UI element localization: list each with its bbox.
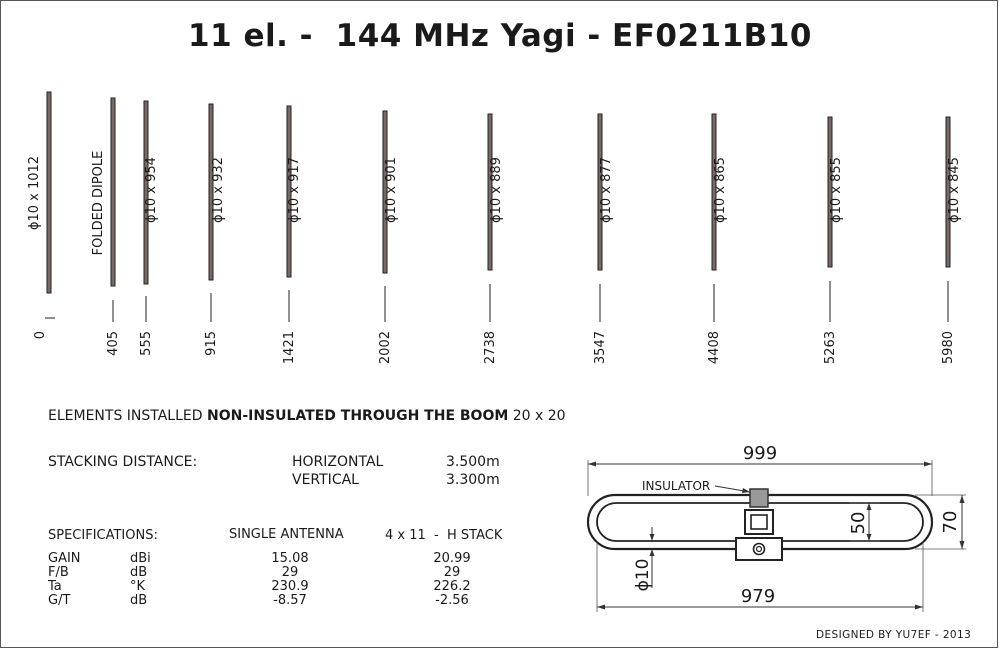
element-position-label: 405 [106, 331, 121, 356]
element-size-label: ϕ10 x 877 [599, 157, 614, 223]
element-size-label: ϕ10 x 845 [947, 157, 962, 223]
yagi-element: FOLDED DIPOLE 405 [91, 97, 121, 356]
element-size-label: ϕ10 x 954 [144, 157, 159, 223]
yagi-element: ϕ10 x 855 5263 [823, 116, 844, 364]
mounting-hole-inner [755, 545, 763, 553]
dim-arrow [866, 503, 872, 510]
spec-stack-value: 20.99 [433, 551, 471, 566]
element-size-label: ϕ10 x 889 [489, 157, 504, 223]
element-size-label: ϕ10 x 865 [713, 157, 728, 223]
stacking-vertical-value: 3.300m [446, 472, 500, 488]
dim-arrow [915, 604, 923, 610]
yagi-element: ϕ10 x 1012 0 [27, 91, 55, 339]
spec-single-value: 230.9 [271, 579, 309, 594]
spec-stack-value: 226.2 [433, 579, 471, 594]
boom-upper-inner [750, 514, 768, 530]
element-position-label: 2002 [378, 331, 393, 364]
dim-width-outer: 999 [743, 443, 777, 464]
specs-col-stack: 4 x 11 - H STACK [385, 528, 503, 543]
dim-arrow [959, 541, 965, 549]
element-size-label: FOLDED DIPOLE [91, 151, 106, 256]
yagi-element: ϕ10 x 865 4408 [707, 113, 728, 364]
spec-single-value: -8.57 [273, 593, 307, 608]
element-position-label: 5980 [941, 331, 956, 364]
element-rod [110, 97, 116, 287]
folded-dipole-drawing: INSULATOR 999 979 70 50 ϕ10 [586, 443, 966, 612]
element-rod [143, 100, 149, 285]
element-rod [711, 113, 717, 271]
insulator-label: INSULATOR [642, 479, 710, 493]
spec-unit: °K [130, 579, 146, 594]
dim-arrow [649, 534, 655, 541]
yagi-element: ϕ10 x 889 2738 [483, 113, 504, 364]
insulator-block [749, 488, 769, 508]
dim-arrow [866, 534, 872, 541]
install-note-bold: NON-INSULATED THROUGH THE BOOM [206, 408, 509, 424]
element-size-label: ϕ10 x 1012 [27, 156, 42, 230]
yagi-element: ϕ10 x 845 5980 [941, 116, 962, 364]
element-position-label: 5263 [823, 331, 838, 364]
element-position-label: 0 [33, 331, 48, 339]
element-size-label: ϕ10 x 917 [287, 157, 302, 223]
element-position-label: 1421 [282, 331, 297, 364]
element-position-label: 3547 [593, 331, 608, 364]
spec-param: GAIN [48, 551, 81, 566]
dim-arrow [588, 461, 596, 467]
element-position-label: 2738 [483, 331, 498, 364]
spec-unit: dBi [130, 551, 151, 566]
install-note: ELEMENTS INSTALLED NON-INSULATED THROUGH… [48, 408, 566, 424]
element-size-label: ϕ10 x 901 [384, 157, 399, 223]
dim-arrow [959, 495, 965, 503]
spec-unit: dB [130, 593, 148, 608]
element-position-label: 915 [204, 331, 219, 356]
element-rod [487, 113, 493, 271]
element-rod [382, 110, 388, 274]
element-rod [597, 113, 603, 271]
stacking-horizontal-value: 3.500m [446, 454, 500, 470]
yagi-element: ϕ10 x 917 1421 [282, 105, 302, 364]
designer-credit: DESIGNED BY YU7EF - 2013 [816, 629, 972, 641]
stacking-vertical-label: VERTICAL [292, 472, 359, 488]
element-rod [46, 91, 52, 294]
element-rod [208, 103, 214, 281]
specs-label: SPECIFICATIONS: [48, 528, 158, 543]
stacking-horizontal-label: HORIZONTAL [292, 454, 384, 470]
spec-param: G/T [48, 593, 71, 608]
dim-rod-diameter: ϕ10 [633, 559, 653, 592]
specs-col-single: SINGLE ANTENNA [229, 527, 344, 542]
spec-unit: dB [130, 565, 148, 580]
spec-param: Ta [48, 579, 62, 594]
element-rod [945, 116, 951, 268]
install-note-prefix: ELEMENTS INSTALLED [48, 408, 207, 424]
insulator-arrow [742, 488, 750, 493]
dim-height-inner: 50 [848, 512, 869, 535]
spec-single-value: 15.08 [271, 551, 309, 566]
spec-param: F/B [48, 565, 69, 580]
element-rod [286, 105, 292, 278]
yagi-element: ϕ10 x 954 555 [139, 100, 159, 356]
element-size-label: ϕ10 x 932 [211, 157, 226, 223]
dim-height-outer: 70 [940, 511, 961, 534]
element-position-label: 555 [139, 331, 154, 356]
dim-arrow [924, 461, 932, 467]
element-size-label: ϕ10 x 855 [829, 157, 844, 223]
element-position-label: 4408 [707, 331, 722, 364]
page-title: 11 el. - 144 MHz Yagi - EF0211B10 [188, 18, 812, 54]
spec-stack-value: -2.56 [435, 593, 469, 608]
spec-single-value: 29 [281, 565, 299, 580]
dim-arrow [597, 604, 605, 610]
yagi-element: ϕ10 x 877 3547 [593, 113, 614, 364]
yagi-element: ϕ10 x 932 915 [204, 103, 226, 356]
yagi-element: ϕ10 x 901 2002 [378, 110, 399, 364]
stacking-label: STACKING DISTANCE: [48, 454, 198, 470]
element-rod [827, 116, 833, 268]
install-note-suffix: 20 x 20 [508, 408, 566, 424]
dim-arrow [649, 549, 655, 556]
spec-stack-value: 29 [443, 565, 461, 580]
dim-width-inner: 979 [741, 586, 775, 607]
